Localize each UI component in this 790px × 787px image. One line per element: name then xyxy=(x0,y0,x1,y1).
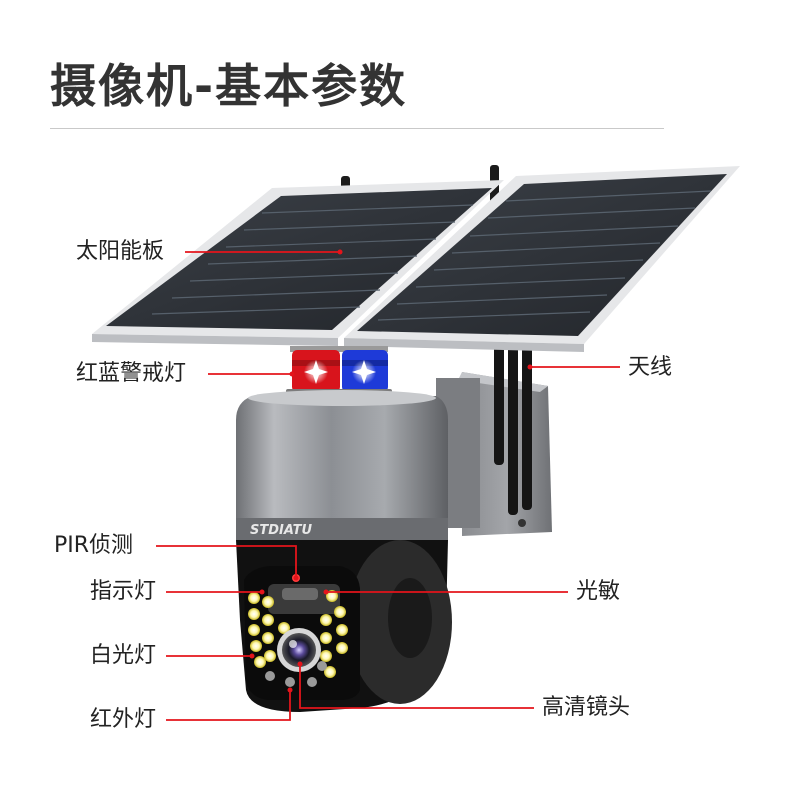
label-hd-lens: 高清镜头 xyxy=(542,695,631,720)
pir-sensor xyxy=(282,588,318,600)
label-white-light: 白光灯 xyxy=(90,643,157,668)
red-blue-warning-light xyxy=(286,346,392,395)
callout-pir xyxy=(156,545,297,578)
antenna-1 xyxy=(494,345,504,465)
callout-lines xyxy=(156,251,620,721)
solar-panel-right xyxy=(344,166,740,352)
camera-upper-housing xyxy=(236,390,448,540)
callout-infrared xyxy=(166,690,291,721)
label-antenna: 天线 xyxy=(628,355,673,380)
label-solar-panel: 太阳能板 xyxy=(76,239,165,264)
page-title: 摄像机-基本参数 xyxy=(50,59,408,113)
antenna-2 xyxy=(508,345,518,515)
brand-logo: STDIATU xyxy=(250,523,313,538)
solar-panel-left xyxy=(92,180,504,346)
title-divider xyxy=(50,128,664,129)
infrared-leds xyxy=(265,661,327,687)
callout-hd-lens xyxy=(299,664,534,709)
label-warning-light: 红蓝警戒灯 xyxy=(76,361,187,386)
label-photosensor: 光敏 xyxy=(576,579,621,604)
antenna-3 xyxy=(522,345,532,510)
label-indicator-light: 指示灯 xyxy=(90,579,157,604)
label-infrared-light: 红外灯 xyxy=(90,707,157,732)
label-pir-sensor: PIR侦测 xyxy=(54,533,134,558)
